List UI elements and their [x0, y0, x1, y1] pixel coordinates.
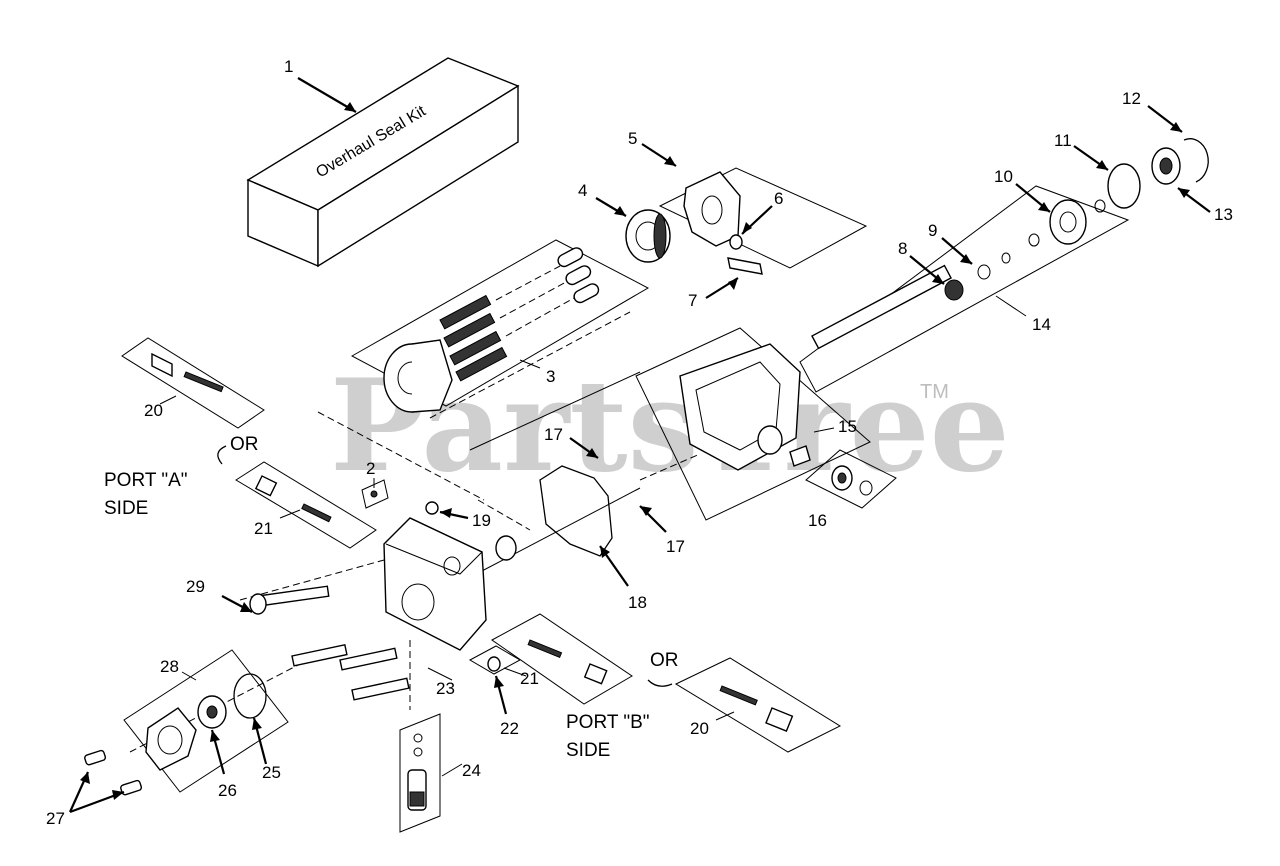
callout-22: 22 — [500, 719, 519, 738]
o-ring-11 — [1107, 163, 1141, 209]
callout-18: 18 — [628, 593, 647, 612]
callout-14: 14 — [1032, 315, 1051, 334]
center-section — [383, 517, 517, 651]
callout-24: 24 — [462, 761, 481, 780]
or-arrow-a — [217, 445, 227, 465]
cylinder-block-kit — [350, 239, 650, 413]
watermark-trademark: TM — [920, 381, 949, 403]
end-cap-kit-28 — [123, 649, 289, 793]
port-b-side-label: SIDE — [566, 740, 610, 761]
retaining-ring-12 — [1183, 138, 1209, 183]
callout-4: 4 — [578, 181, 587, 200]
callout-16: 16 — [808, 511, 827, 530]
callout-1: 1 — [284, 57, 293, 76]
callouts: 1 2 3 4 5 6 7 8 9 10 11 12 13 14 15 16 1… — [46, 57, 1233, 828]
o-ring-25 — [233, 673, 267, 719]
callout-13: 13 — [1214, 205, 1233, 224]
callout-12: 12 — [1122, 89, 1141, 108]
callout-17b: 17 — [666, 537, 685, 556]
leader-arrows — [68, 77, 1211, 814]
bolt-29 — [249, 585, 330, 615]
part-19 — [425, 501, 439, 515]
callout-27: 27 — [46, 809, 65, 828]
callout-10: 10 — [994, 167, 1013, 186]
callout-7: 7 — [688, 291, 697, 310]
swashplate — [658, 167, 868, 269]
side-labels: OR PORT "A" SIDE OR PORT "B" SIDE — [104, 434, 679, 761]
or-label-a: OR — [230, 434, 259, 455]
callout-9: 9 — [928, 221, 937, 240]
thrust-bearing — [625, 209, 671, 263]
seal-13 — [1151, 147, 1181, 185]
callout-20a: 20 — [144, 401, 163, 420]
callout-8: 8 — [898, 239, 907, 258]
trunnion-pin — [727, 234, 763, 275]
relief-valve-kit-b — [674, 657, 842, 753]
pistons — [557, 247, 600, 304]
or-arrow-b — [647, 679, 673, 687]
callout-20b: 20 — [690, 719, 709, 738]
callout-15: 15 — [838, 417, 857, 436]
callout-28: 28 — [160, 657, 179, 676]
callout-25: 25 — [262, 763, 281, 782]
callout-23: 23 — [436, 679, 455, 698]
valve-assembly-21a — [235, 461, 377, 549]
relief-valve-kit-a — [121, 337, 265, 429]
valve-assembly-21b — [491, 613, 633, 705]
plug-22 — [468, 645, 522, 675]
callout-11: 11 — [1054, 131, 1072, 150]
gasket — [539, 465, 613, 557]
drive-shaft-kit — [799, 185, 1130, 393]
callout-29: 29 — [186, 577, 205, 596]
port-a-side-label: SIDE — [104, 498, 148, 519]
bolts-27 — [84, 749, 143, 796]
overhaul-seal-kit-box: Overhaul Seal Kit — [246, 57, 520, 268]
housing — [635, 327, 871, 521]
callout-3: 3 — [546, 367, 555, 386]
alignment-lines — [129, 311, 701, 753]
callout-5: 5 — [628, 129, 637, 148]
callout-17a: 17 — [544, 425, 563, 444]
callout-2: 2 — [366, 459, 375, 478]
check-valve-2 — [361, 479, 389, 509]
seal-16 — [805, 449, 897, 509]
callout-6: 6 — [774, 189, 783, 208]
callout-21b: 21 — [520, 669, 539, 688]
or-label-b: OR — [650, 650, 679, 671]
piston-springs — [439, 294, 508, 382]
callout-26: 26 — [218, 781, 237, 800]
callout-19: 19 — [472, 511, 491, 530]
bolts-23 — [291, 643, 410, 701]
bypass-valve-24 — [399, 713, 441, 833]
port-a-label: PORT "A" — [104, 470, 188, 491]
callout-21a: 21 — [254, 519, 273, 538]
port-b-label: PORT "B" — [566, 712, 650, 733]
